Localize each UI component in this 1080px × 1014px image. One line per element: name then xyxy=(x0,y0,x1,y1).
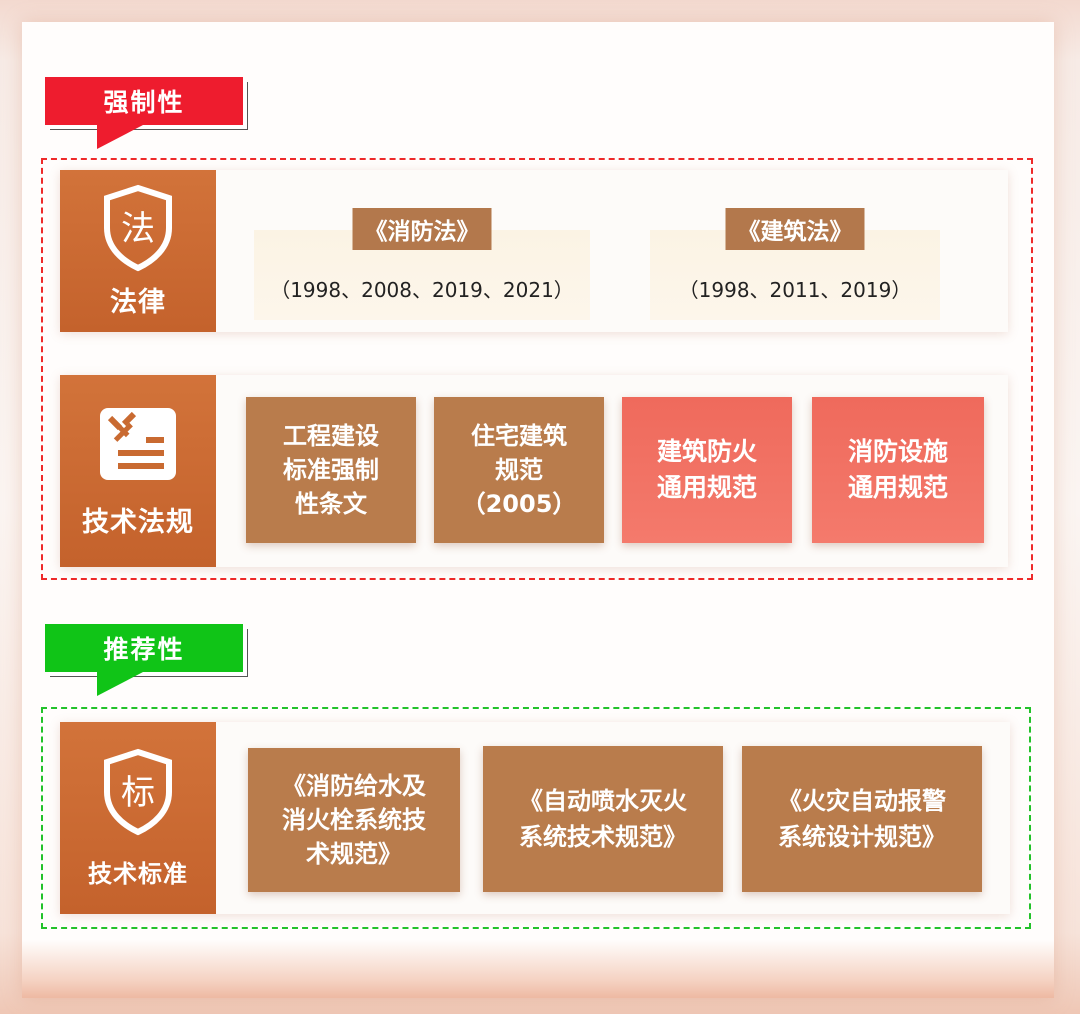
shield-char: 标 xyxy=(121,773,155,813)
law-years: （1998、2008、2019、2021） xyxy=(270,278,574,302)
tools-document-icon xyxy=(100,407,176,480)
card-line: 规范 xyxy=(494,456,543,484)
card-line: 通用规范 xyxy=(847,473,948,502)
card-line: 标准强制 xyxy=(283,456,379,484)
recommended-box xyxy=(41,707,1031,929)
card-line: 消火栓系统技 xyxy=(282,806,426,834)
standard-label: 技术标准 xyxy=(88,859,188,888)
standard-card: 《消防给水及 消火栓系统技 术规范》 xyxy=(248,748,460,892)
law-years: （1998、2011、2019） xyxy=(678,278,912,302)
tech-side-panel: 技术法规 xyxy=(60,375,216,567)
law-title: 《建筑法》 xyxy=(725,208,865,250)
card-line: 系统技术规范》 xyxy=(519,823,687,851)
recommended-tag-tail xyxy=(97,672,143,696)
standard-card: 《火灾自动报警 系统设计规范》 xyxy=(742,746,982,892)
card-line: 《消防给水及 xyxy=(282,772,426,800)
card-line: 术规范》 xyxy=(306,840,402,868)
card-line: 性条文 xyxy=(295,490,367,518)
bottom-glow xyxy=(22,940,1054,998)
card-line: 系统设计规范》 xyxy=(778,823,946,851)
tech-card: 住宅建筑 规范 （2005） xyxy=(434,397,604,543)
shield-icon: 标 xyxy=(104,748,172,835)
card-line: 住宅建筑 xyxy=(470,422,567,450)
tech-card: 工程建设 标准强制 性条文 xyxy=(246,397,416,543)
tech-card-highlight: 建筑防火 通用规范 xyxy=(622,397,792,543)
law-side-panel: 法 法律 xyxy=(60,170,216,332)
law-card-fire: 《消防法》 （1998、2008、2019、2021） xyxy=(254,208,590,320)
shield-icon: 法 xyxy=(104,184,172,271)
mandatory-box xyxy=(41,158,1033,580)
standard-side-panel: 标 技术标准 xyxy=(60,722,216,914)
mandatory-tag-label: 强制性 xyxy=(45,77,243,125)
law-label: 法律 xyxy=(110,286,166,318)
card-line: 《火灾自动报警 xyxy=(778,787,946,815)
tech-label: 技术法规 xyxy=(82,506,194,538)
law-title: 《消防法》 xyxy=(352,208,492,250)
recommended-tag-label: 推荐性 xyxy=(45,624,243,672)
card-line: 建筑防火 xyxy=(656,437,757,466)
law-card-building: 《建筑法》 （1998、2011、2019） xyxy=(650,208,940,320)
standard-card: 《自动喷水灭火 系统技术规范》 xyxy=(483,746,723,892)
card-line: 工程建设 xyxy=(283,422,379,450)
card-line: 通用规范 xyxy=(656,473,757,502)
card-line: （2005） xyxy=(461,490,577,518)
card-line: 《自动喷水灭火 xyxy=(519,787,687,815)
tech-card-highlight: 消防设施 通用规范 xyxy=(812,397,984,543)
mandatory-tag-tail xyxy=(97,125,143,149)
card-line: 消防设施 xyxy=(847,437,948,466)
shield-char: 法 xyxy=(121,209,155,249)
